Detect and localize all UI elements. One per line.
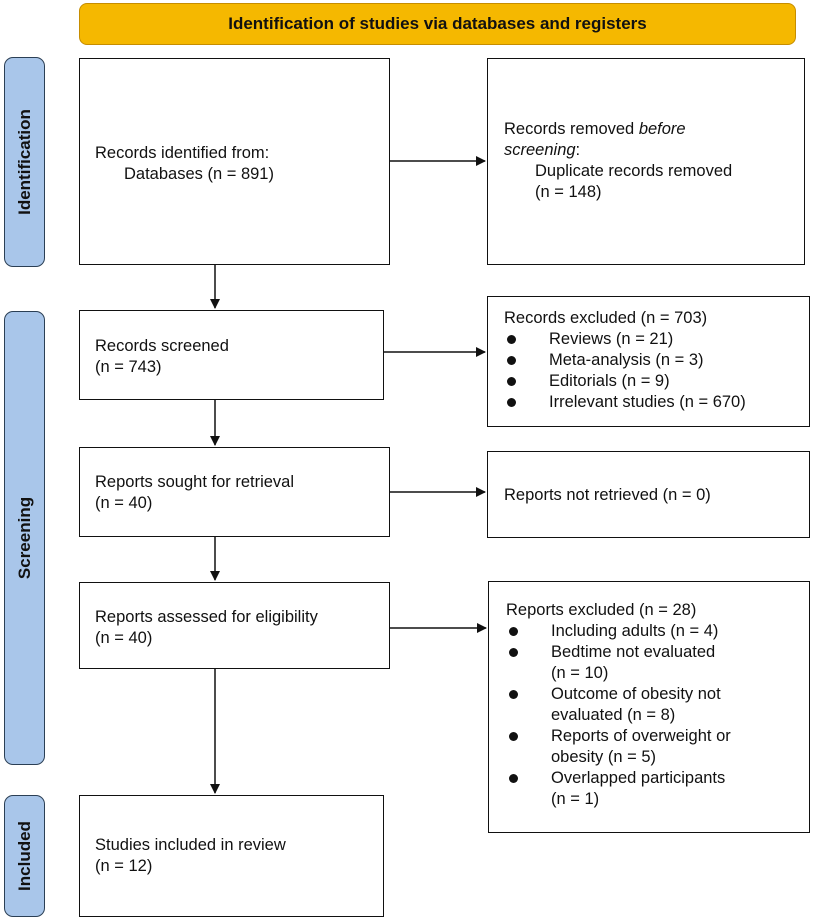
list-item: Overlapped participants (n = 1) bbox=[506, 768, 731, 810]
studies-included-box: Studies included in review (n = 12) bbox=[79, 795, 384, 917]
records-removed-box: Records removed before screening: Duplic… bbox=[487, 58, 805, 265]
phase-screening: Screening bbox=[4, 311, 45, 765]
list-item: Editorials (n = 9) bbox=[504, 371, 746, 392]
duplicate-records-count: (n = 148) bbox=[535, 183, 602, 201]
records-identified-heading: Records identified from: bbox=[95, 144, 270, 162]
records-screened-box: Records screened (n = 743) bbox=[79, 310, 384, 400]
phase-included: Included bbox=[4, 795, 45, 917]
studies-included-label: Studies included in review bbox=[95, 836, 286, 854]
records-screened-count: (n = 743) bbox=[95, 358, 162, 376]
diagram-header: Identification of studies via databases … bbox=[79, 3, 796, 45]
records-identified-databases: Databases (n = 891) bbox=[124, 165, 274, 183]
reports-not-retrieved-label: Reports not retrieved (n = 0) bbox=[504, 486, 711, 504]
records-excluded-box: Records excluded (n = 703) Reviews (n = … bbox=[487, 296, 810, 427]
records-excluded-list: Reviews (n = 21) Meta-analysis (n = 3) E… bbox=[504, 329, 746, 413]
list-item: Meta-analysis (n = 3) bbox=[504, 350, 746, 371]
list-item: Bedtime not evaluated (n = 10) bbox=[506, 642, 731, 684]
records-removed-subheading: screening: bbox=[504, 141, 581, 159]
records-excluded-title: Records excluded (n = 703) bbox=[504, 309, 708, 327]
reports-not-retrieved-box: Reports not retrieved (n = 0) bbox=[487, 451, 810, 538]
records-identified-box: Records identified from: Databases (n = … bbox=[79, 58, 390, 265]
list-item: Irrelevant studies (n = 670) bbox=[504, 392, 746, 413]
reports-excluded-list: Including adults (n = 4) Bedtime not eva… bbox=[506, 621, 731, 810]
duplicate-records-label: Duplicate records removed bbox=[535, 162, 733, 180]
list-item: Reviews (n = 21) bbox=[504, 329, 746, 350]
reports-assessed-label: Reports assessed for eligibility bbox=[95, 608, 318, 626]
reports-sought-count: (n = 40) bbox=[95, 494, 153, 512]
reports-excluded-title: Reports excluded (n = 28) bbox=[506, 601, 697, 619]
reports-sought-label: Reports sought for retrieval bbox=[95, 473, 295, 491]
reports-assessed-box: Reports assessed for eligibility (n = 40… bbox=[79, 582, 390, 669]
records-screened-label: Records screened bbox=[95, 337, 229, 355]
studies-included-count: (n = 12) bbox=[95, 857, 153, 875]
header-title: Identification of studies via databases … bbox=[228, 14, 647, 33]
list-item: Reports of overweight or obesity (n = 5) bbox=[506, 726, 731, 768]
reports-excluded-box: Reports excluded (n = 28) Including adul… bbox=[488, 581, 810, 833]
records-removed-heading: Records removed before bbox=[504, 120, 686, 138]
list-item: Including adults (n = 4) bbox=[506, 621, 731, 642]
phase-identification: Identification bbox=[4, 57, 45, 267]
reports-sought-box: Reports sought for retrieval (n = 40) bbox=[79, 447, 390, 537]
list-item: Outcome of obesity not evaluated (n = 8) bbox=[506, 684, 731, 726]
reports-assessed-count: (n = 40) bbox=[95, 629, 153, 647]
